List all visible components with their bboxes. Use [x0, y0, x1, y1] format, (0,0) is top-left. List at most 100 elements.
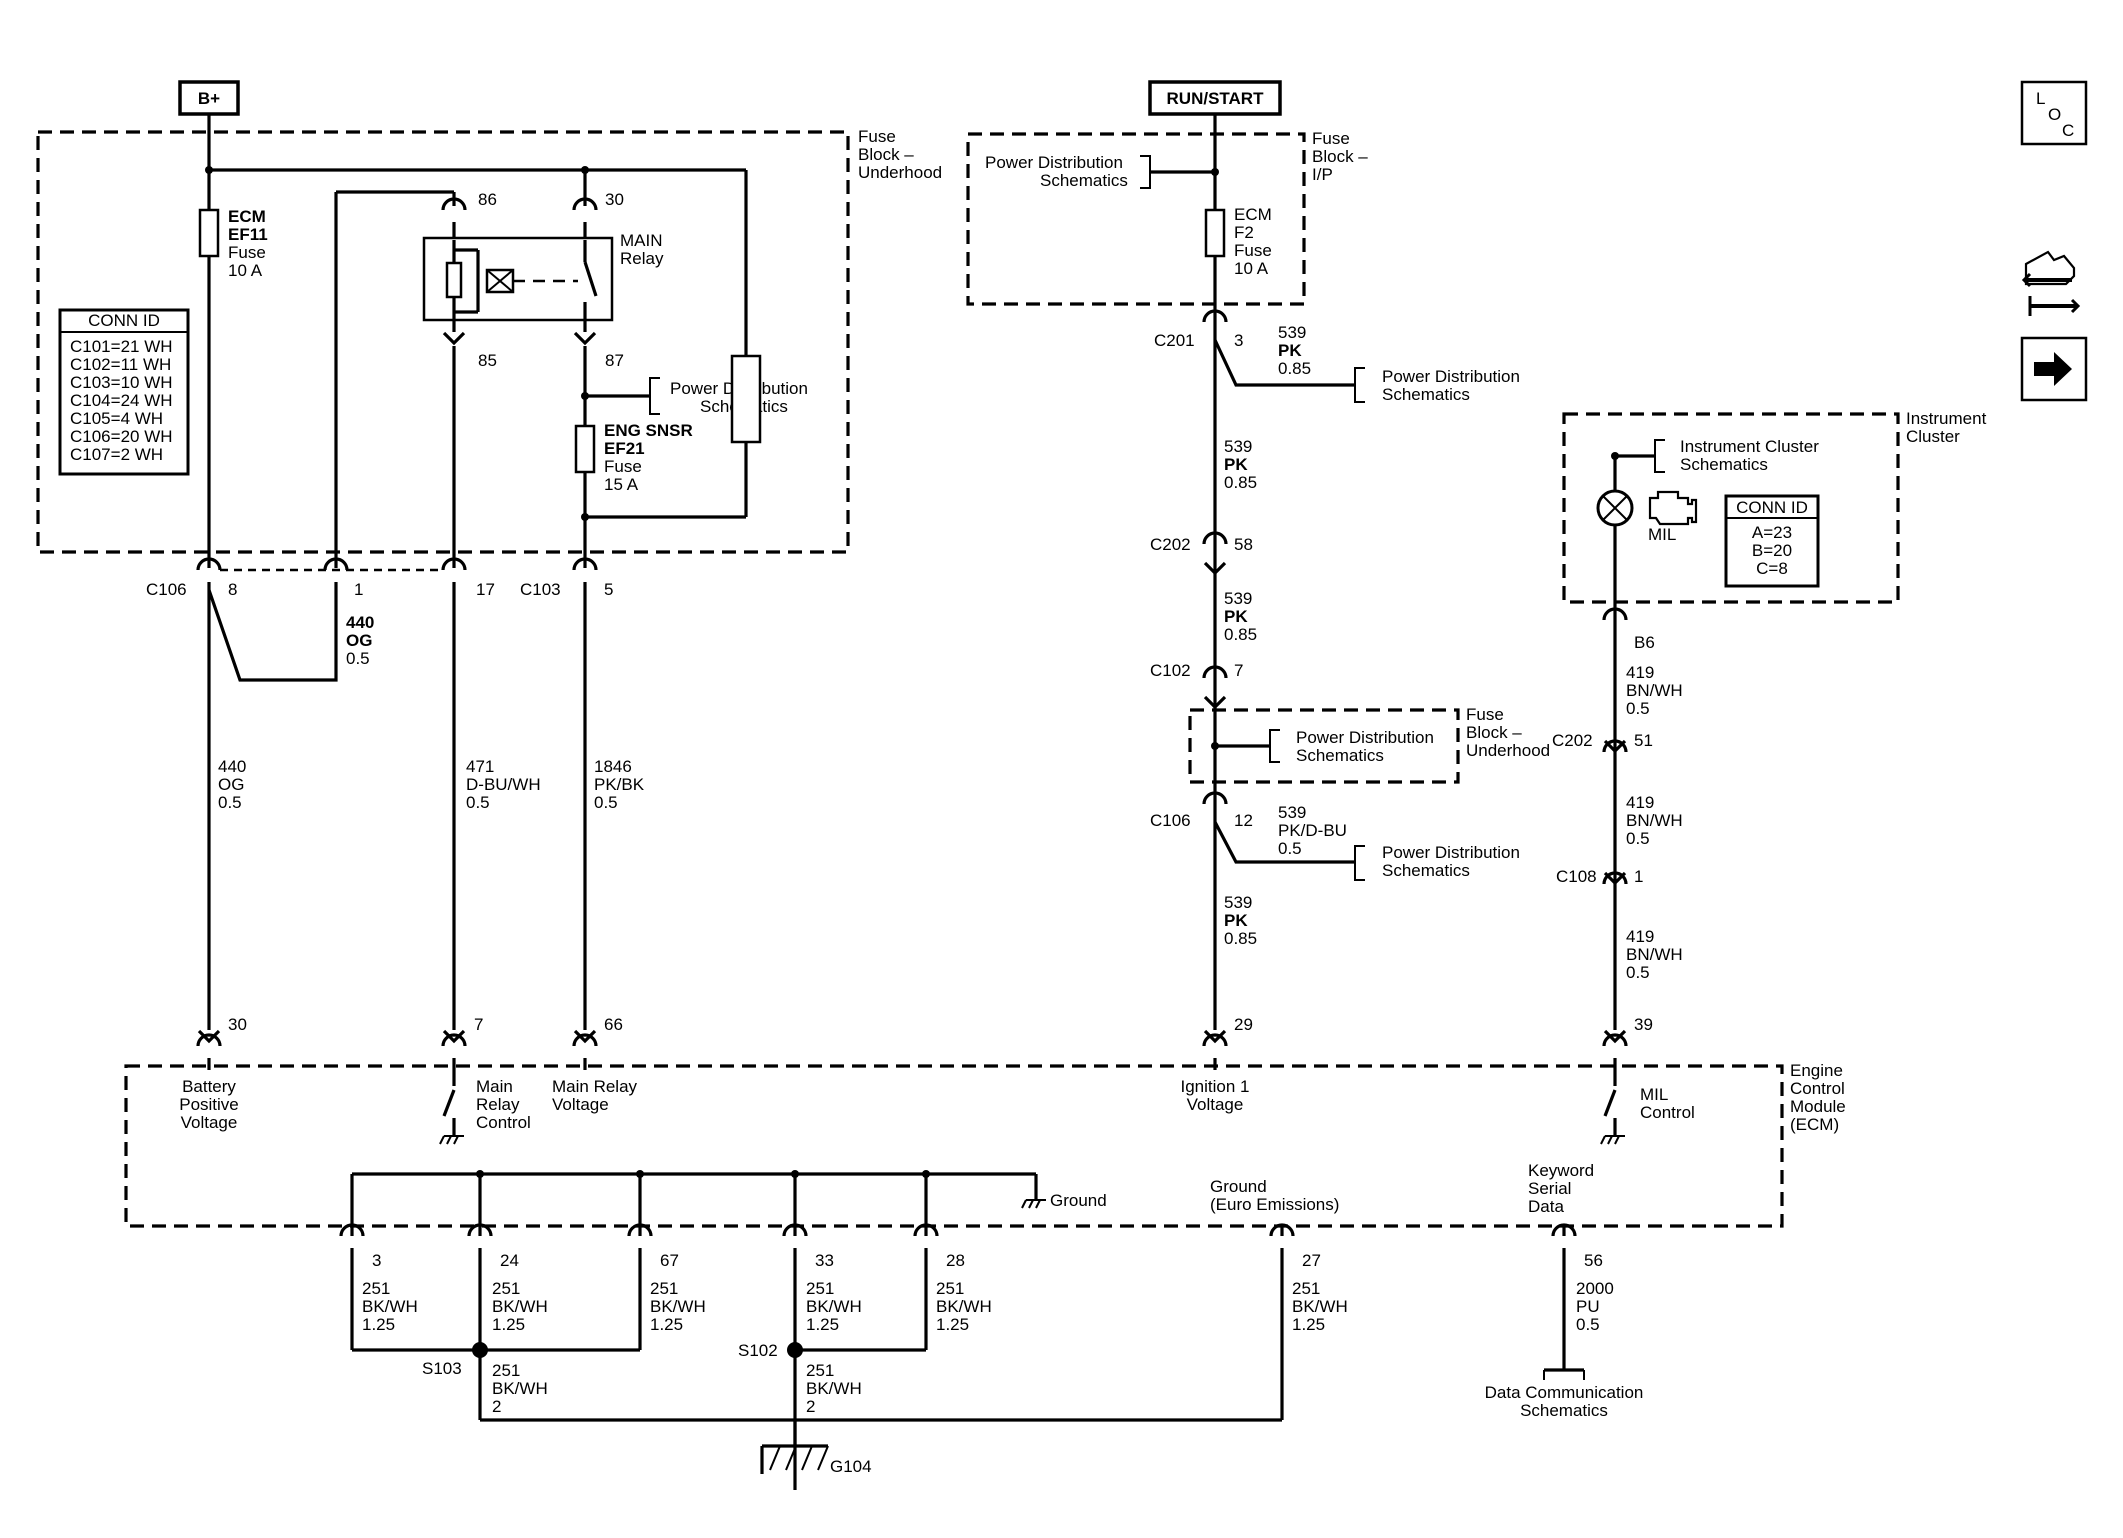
ef21-fuse	[574, 424, 596, 474]
svg-text:B+: B+	[198, 89, 220, 108]
svg-text:Block –: Block –	[1312, 147, 1368, 166]
ecm-ground-euro-label: Ground (Euro Emissions)	[1210, 1177, 1339, 1214]
g104-ground-icon	[760, 1420, 829, 1474]
svg-text:BK/WH: BK/WH	[362, 1297, 418, 1316]
svg-text:Power Distribution: Power Distribution	[985, 153, 1123, 172]
check-engine-icon	[1648, 490, 1698, 526]
ground-wire-pin27-label: 251 BK/WH 1.25	[1292, 1279, 1348, 1334]
svg-text:Instrument: Instrument	[1906, 409, 1987, 428]
ecm-box	[124, 1064, 1784, 1228]
f2-fuse	[1204, 208, 1226, 258]
s103-output-wire-label: 251 BK/WH 2	[492, 1361, 548, 1416]
svg-text:67: 67	[660, 1251, 679, 1270]
power-distribution-ref-underhood: Power Distribution Schematics	[1296, 728, 1434, 765]
ecm-keyword-label: Keyword Serial Data	[1528, 1161, 1594, 1216]
svg-text:33: 33	[815, 1251, 834, 1270]
svg-text:Positive: Positive	[179, 1095, 239, 1114]
wire-471-label: 471 D-BU/WH 0.5	[466, 757, 541, 812]
svg-text:0.5: 0.5	[1626, 829, 1650, 848]
c106-mid-connector-label: C106 12	[1150, 811, 1253, 830]
svg-text:BK/WH: BK/WH	[1292, 1297, 1348, 1316]
ecm-top-pin-labels: 30 7 66 29 39	[228, 1015, 1653, 1034]
svg-text:1.25: 1.25	[650, 1315, 683, 1334]
svg-text:29: 29	[1234, 1015, 1253, 1034]
svg-text:0.5: 0.5	[218, 793, 242, 812]
ground-wire-pin3-label: 251 BK/WH 1.25	[362, 1279, 418, 1334]
svg-text:0.85: 0.85	[1224, 473, 1257, 492]
fuse-block-underhood-mid-box	[1188, 708, 1460, 784]
svg-text:Power Distribution: Power Distribution	[1382, 367, 1520, 386]
svg-text:C: C	[2062, 121, 2074, 140]
svg-text:PK/BK: PK/BK	[594, 775, 645, 794]
svg-text:30: 30	[228, 1015, 247, 1034]
svg-text:12: 12	[1234, 811, 1253, 830]
svg-text:7: 7	[474, 1015, 483, 1034]
svg-text:C103: C103	[520, 580, 561, 599]
fuse-block-underhood-mid-label: Fuse Block – Underhood	[1466, 705, 1550, 760]
main-relay	[422, 236, 614, 322]
next-page-arrow-icon[interactable]	[2020, 336, 2088, 402]
main-relay-label: MAIN Relay	[620, 231, 664, 268]
wire-539-b-label: 539 PK 0.85	[1224, 437, 1257, 492]
svg-text:471: 471	[466, 757, 494, 776]
svg-text:Relay: Relay	[476, 1095, 520, 1114]
svg-text:251: 251	[492, 1361, 520, 1380]
svg-text:F2: F2	[1234, 223, 1254, 242]
wire-440-label: 440 OG 0.5	[218, 757, 246, 812]
svg-text:0.5: 0.5	[1626, 963, 1650, 982]
svg-text:0.5: 0.5	[594, 793, 618, 812]
svg-text:1.25: 1.25	[806, 1315, 839, 1334]
svg-text:PK: PK	[1278, 341, 1302, 360]
svg-text:Engine: Engine	[1790, 1061, 1843, 1080]
svg-text:Keyword: Keyword	[1528, 1161, 1594, 1180]
svg-text:Ignition 1: Ignition 1	[1181, 1077, 1250, 1096]
svg-text:MIL: MIL	[1640, 1085, 1668, 1104]
svg-text:440: 440	[346, 613, 374, 632]
svg-text:5: 5	[604, 580, 613, 599]
svg-text:ECM: ECM	[1234, 205, 1272, 224]
svg-text:1.25: 1.25	[362, 1315, 395, 1334]
svg-text:251: 251	[806, 1361, 834, 1380]
svg-text:C105=4 WH: C105=4 WH	[70, 409, 163, 428]
loc-button[interactable]: L O C	[2020, 80, 2088, 146]
svg-text:Block –: Block –	[858, 145, 914, 164]
conn-id-table-cluster: CONN ID A=23 B=20 C=8	[1724, 494, 1820, 588]
svg-text:539: 539	[1224, 893, 1252, 912]
svg-text:7: 7	[1234, 661, 1243, 680]
ef11-fuse-label: ECM EF11 Fuse 10 A	[228, 207, 268, 280]
mil-control-switch	[1600, 1072, 1625, 1145]
svg-text:C101=21 WH: C101=21 WH	[70, 337, 173, 356]
svg-text:EF11: EF11	[228, 225, 268, 244]
svg-text:CONN ID: CONN ID	[88, 311, 160, 330]
svg-text:Instrument Cluster: Instrument Cluster	[1680, 437, 1819, 456]
svg-text:10 A: 10 A	[1234, 259, 1269, 278]
svg-text:Main Relay: Main Relay	[552, 1077, 638, 1096]
svg-text:Power Distribution: Power Distribution	[1382, 843, 1520, 862]
svg-text:17: 17	[476, 580, 495, 599]
svg-text:(Euro Emissions): (Euro Emissions)	[1210, 1195, 1339, 1214]
power-distribution-ref-c106: Power Distribution Schematics	[1382, 843, 1520, 880]
ecm-ground-label: Ground	[1050, 1191, 1107, 1210]
mil-lamp-icon	[1596, 489, 1634, 527]
svg-text:BN/WH: BN/WH	[1626, 681, 1683, 700]
internal-ground-icon	[1021, 1199, 1046, 1209]
svg-text:2: 2	[492, 1397, 501, 1416]
svg-text:419: 419	[1626, 793, 1654, 812]
wire-539-d-label: 539 PK/D-BU 0.5	[1278, 803, 1347, 858]
c106-left-connector-label: C106 8 1 17	[146, 580, 495, 599]
svg-text:PU: PU	[1576, 1297, 1600, 1316]
svg-text:C202: C202	[1150, 535, 1191, 554]
svg-text:2: 2	[806, 1397, 815, 1416]
svg-text:251: 251	[936, 1279, 964, 1298]
svg-text:Underhood: Underhood	[858, 163, 942, 182]
svg-text:1: 1	[1634, 867, 1643, 886]
svg-text:A=23: A=23	[1752, 523, 1792, 542]
wire-419-a-label: 419 BN/WH 0.5	[1626, 663, 1683, 718]
svg-text:EF21: EF21	[604, 439, 645, 458]
svg-text:1.25: 1.25	[1292, 1315, 1325, 1334]
svg-text:C102=11 WH: C102=11 WH	[70, 355, 171, 374]
ef21-fuse-label: ENG SNSR EF21 Fuse 15 A	[604, 421, 693, 494]
svg-text:BK/WH: BK/WH	[806, 1379, 862, 1398]
f2-fuse-label: ECM F2 Fuse 10 A	[1234, 205, 1272, 278]
connector-view-icon[interactable]	[2021, 250, 2081, 316]
